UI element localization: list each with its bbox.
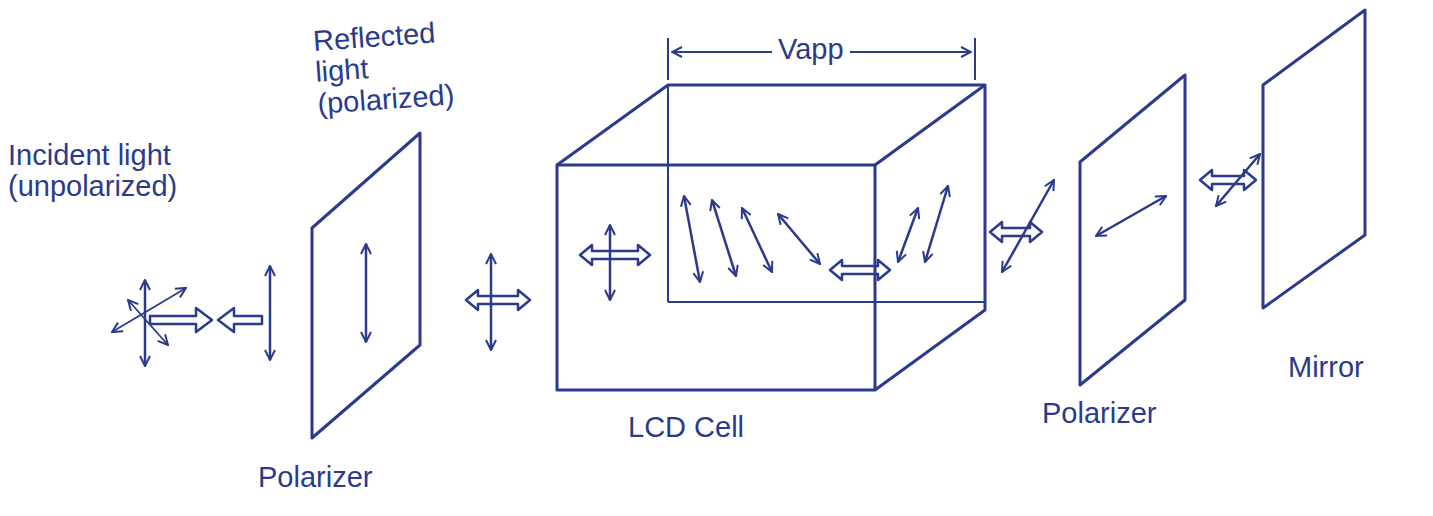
lcd-cell-box xyxy=(557,85,985,390)
polarization-arrows xyxy=(112,154,1260,366)
light-label: Reflected light (polarized) xyxy=(312,16,455,119)
part-name: LCD Cell xyxy=(628,412,744,443)
light-label: Incident light (unpolarized) xyxy=(8,140,177,203)
part-name: Polarizer xyxy=(1042,398,1156,429)
part-name: Mirror xyxy=(1288,352,1364,383)
voltage-label: Vapp xyxy=(772,34,850,65)
polarizer-plate xyxy=(312,133,420,438)
part-name: Polarizer xyxy=(258,462,372,493)
polarizer-plate xyxy=(1080,75,1185,385)
mirror-plate xyxy=(1263,10,1365,308)
